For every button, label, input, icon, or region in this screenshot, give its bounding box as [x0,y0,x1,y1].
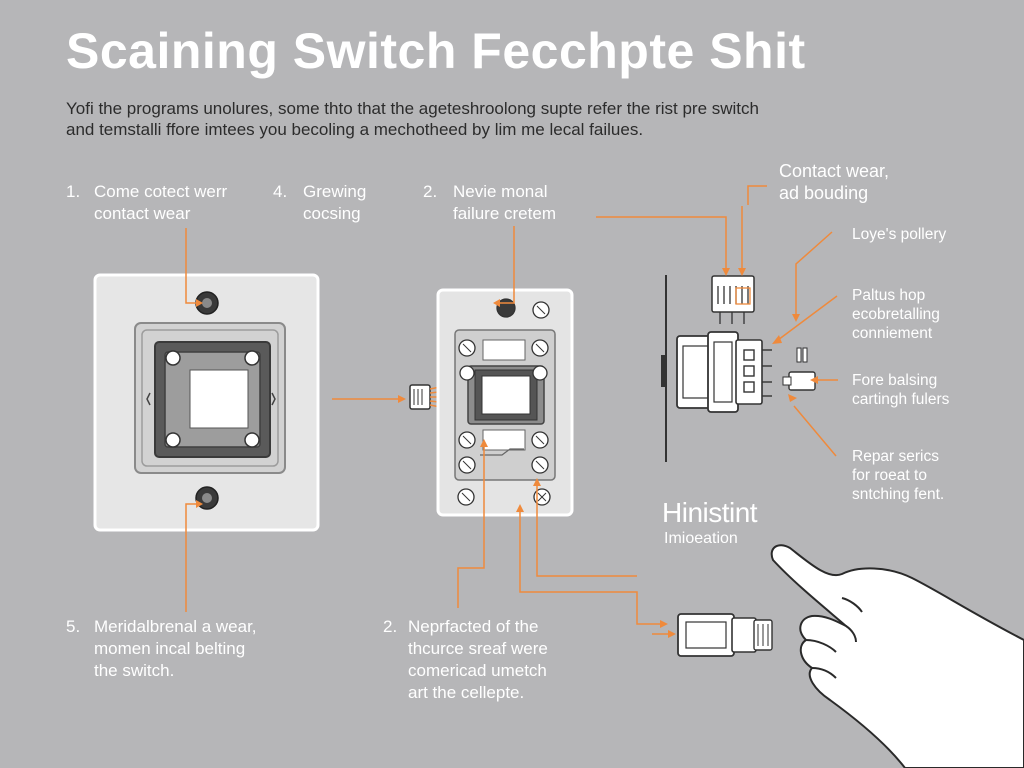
intro-line-2: and temstalli ffore imtees you becoling … [66,120,644,139]
screw-icon [195,291,219,315]
callout-5-line-1: Meridalbrenal a wear, [94,617,257,636]
pointing-hand-icon [770,544,1024,768]
callout-2-bottom-line-4: art the cellepte. [408,683,525,702]
callout-4-line-1: Grewing [303,182,367,201]
callout-2-top-line-2: failure cretem [453,204,556,223]
callout-2-bottom: 2. Neprfacted of the thcurce sreaf were c… [383,616,548,704]
page-title: Scaining Switch Fecchpte Shit [66,23,806,79]
callout-5-line-2: momen incal belting [94,639,246,658]
label-loyels-line-1: Loye's pollery [852,226,947,243]
label-paltus-line-2: ecobretalling [852,306,940,323]
callout-1-number: 1. [66,182,81,201]
bottom-connector-icon [677,613,773,657]
label-repar-line-2: for roeat to [852,467,927,484]
callout-4-line-2: cocsing [303,204,361,223]
label-paltus-line-1: Paltus hop [852,287,926,304]
callout-2-top-line-1: Nevie monal [453,182,548,201]
callout-1-line-2: contact wear [94,204,191,223]
brand-subtitle: Imioeation [664,530,738,547]
label-fore-line-1: Fore balsing [852,372,938,389]
callout-2-top: 2. Nevie monal failure cretem [423,181,556,225]
callout-2-top-number: 2. [423,182,438,201]
label-repar-line-3: sntching fent. [852,486,945,503]
label-contact-wear: Contact wear, ad bouding [779,160,889,204]
label-contact-wear-line-1: Contact wear, [779,161,890,181]
label-contact-wear-line-2: ad bouding [779,183,869,203]
callout-1-line-1: Come cotect werr [94,182,228,201]
callout-2-bottom-line-2: thcurce sreaf were [408,639,548,658]
middle-switch-plate [436,288,574,517]
callout-5-line-3: the switch. [94,661,175,680]
label-fore-line-2: cartingh fulers [852,391,950,408]
callout-1: 1. Come cotect werr contact wear [66,181,227,225]
callout-5: 5. Meridalbrenal a wear, momen incal belt… [66,616,257,682]
brand-name: Hinistint [662,497,758,528]
label-paltus-line-3: conniement [852,325,933,342]
callout-2-bottom-line-1: Neprfacted of the [408,617,539,636]
exploded-switch-component [661,275,816,462]
callout-2-bottom-line-3: comericad umetch [408,661,547,680]
callout-5-number: 5. [66,617,81,636]
label-repar-line-1: Repar serics [852,448,939,465]
callout-4: 4. Grewing cocsing [273,181,366,225]
label-fore: Fore balsing cartingh fulers [852,371,949,409]
label-repar: Repar serics for roeat to sntching fent. [852,447,944,504]
callout-2-bottom-number: 2. [383,617,398,636]
left-switch-plate [93,273,320,532]
label-paltus: Paltus hop ecobretalling conniement [852,286,940,343]
intro-line-1: Yofi the programs unolures, some thto th… [66,99,759,118]
label-loyels: Loye's pollery [852,225,946,244]
callout-4-number: 4. [273,182,288,201]
